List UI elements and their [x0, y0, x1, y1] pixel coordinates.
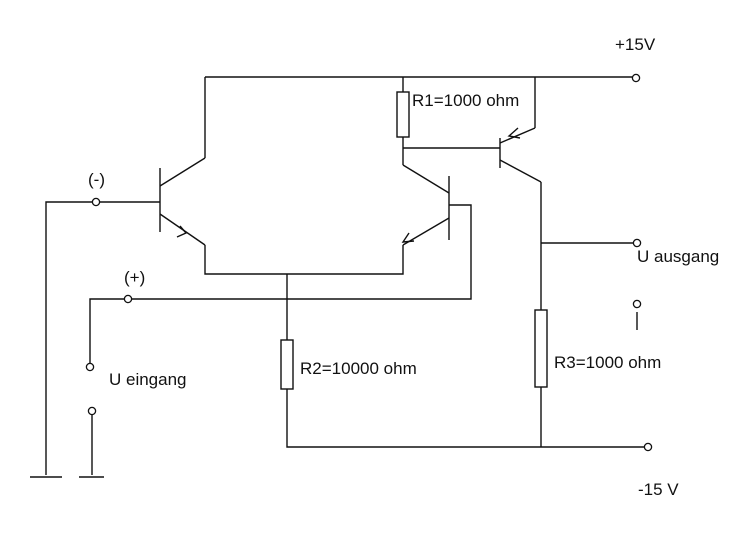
resistor-r1	[396, 91, 410, 138]
resistor-r2	[280, 339, 294, 390]
r1-wiring	[402, 137, 500, 165]
label-input: U eingang	[109, 370, 187, 389]
inverting-input-wiring	[30, 201, 160, 478]
terminal-negative-supply	[643, 442, 653, 452]
negative-supply-rail	[286, 389, 645, 448]
label-non-inverting: (+)	[124, 268, 145, 287]
resistor-r3	[534, 309, 548, 388]
terminal-inverting-input	[91, 197, 101, 207]
terminal-positive-supply	[631, 73, 641, 83]
transistor-output	[499, 127, 542, 183]
non-inverting-input-wiring	[89, 204, 472, 364]
emitter-tail-wiring	[204, 245, 404, 340]
input-ground	[79, 415, 104, 478]
label-r2: R2=10000 ohm	[300, 359, 417, 378]
label-r1: R1=1000 ohm	[412, 91, 519, 110]
transistor-left	[159, 157, 206, 246]
output-wiring	[540, 182, 638, 447]
terminal-output	[632, 238, 642, 248]
transistor-right	[401, 164, 450, 246]
label-r3: R3=1000 ohm	[554, 353, 661, 372]
label-output: U ausgang	[637, 247, 719, 266]
label-supply-positive: +15V	[615, 35, 656, 54]
terminal-non-inverting-input	[123, 294, 133, 304]
label-supply-negative: -15 V	[638, 480, 679, 499]
terminal-input-bottom	[87, 406, 97, 416]
terminal-input-top	[85, 362, 95, 372]
positive-supply-rail	[204, 76, 632, 158]
label-inverting: (-)	[88, 170, 105, 189]
terminal-output-return	[632, 299, 642, 309]
